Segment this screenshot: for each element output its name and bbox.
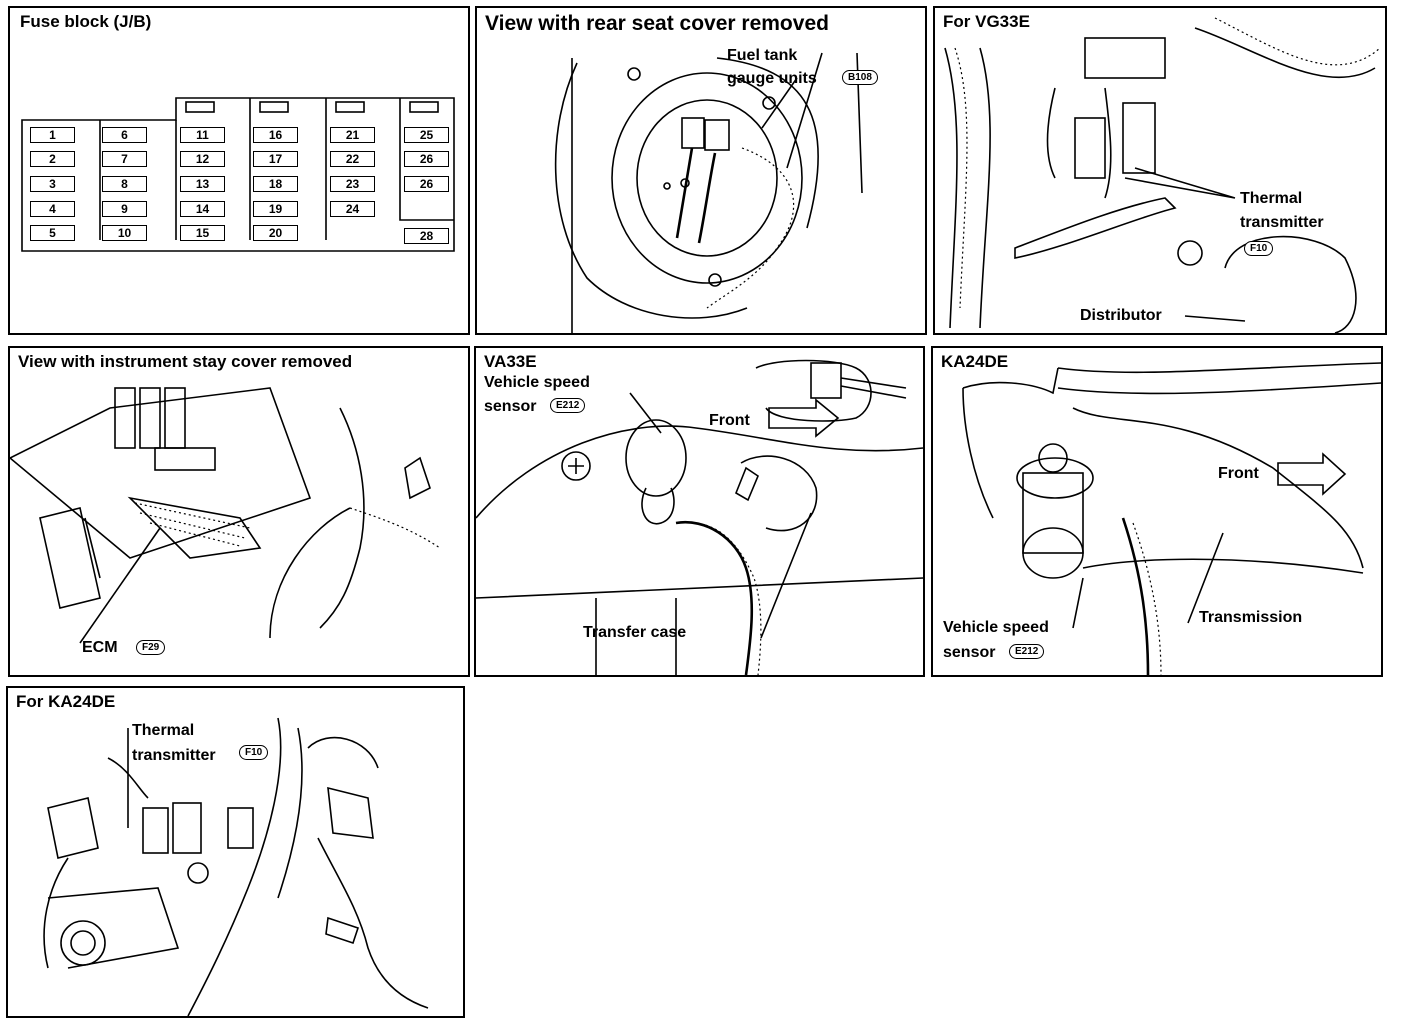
fuse-block-panel: Fuse block (J/B) 1 2 3 4 5 6 7 8 9 10 11…: [8, 6, 470, 335]
transmission-label: Transmission: [1199, 609, 1303, 626]
thermal-label: Thermal: [1240, 190, 1303, 207]
fuse-2: 2: [30, 151, 75, 167]
fuse-15: 15: [180, 225, 225, 241]
fuel-tank-label: Fuel tank: [727, 47, 798, 64]
ka24de-engine-illustration: [43, 717, 429, 1016]
fuse-9: 9: [102, 201, 147, 217]
panel-title: View with rear seat cover removed: [485, 12, 829, 35]
fuse-23: 23: [330, 176, 375, 192]
fuse-6: 6: [102, 127, 147, 143]
fuse-25: 25: [404, 127, 449, 143]
ecm-label: ECM: [82, 639, 118, 656]
instrument-stay-panel: View with instrument stay cover removed …: [8, 346, 470, 677]
thermal-label: Thermal: [132, 722, 195, 739]
vg33e-panel: For VG33E Thermal transmitter F10 Distri…: [933, 6, 1387, 335]
fuse-11: 11: [180, 127, 225, 143]
fuse-4: 4: [30, 201, 75, 217]
fuse-8: 8: [102, 176, 147, 192]
fuse-20: 20: [253, 225, 298, 241]
fuse-7: 7: [102, 151, 147, 167]
va33e-panel: VA33E Vehicle speed sensor E212 Front Tr…: [474, 346, 925, 677]
panel-title: Fuse block (J/B): [20, 12, 152, 31]
fuse-22: 22: [330, 151, 375, 167]
fuse-18: 18: [253, 176, 298, 192]
front-label: Front: [1218, 465, 1259, 482]
ka24de-vss-panel: KA24DE Front Vehicle speed sensor E212 T…: [931, 346, 1383, 677]
panel-title: For VG33E: [943, 12, 1030, 31]
connector-f29-tag: F29: [136, 640, 166, 655]
fuse-26a: 26: [404, 151, 449, 167]
distributor-label: Distributor: [1080, 307, 1162, 324]
fuse-13: 13: [180, 176, 225, 192]
fuse-21: 21: [330, 127, 375, 143]
ka24de-thermal-panel: For KA24DE Thermal transmitter F10: [6, 686, 465, 1018]
panel-title: View with instrument stay cover removed: [18, 352, 353, 371]
transmitter-label: transmitter: [132, 747, 216, 764]
vehicle-speed-label: Vehicle speed: [943, 619, 1049, 636]
fuse-19: 19: [253, 201, 298, 217]
connector-e212-tag: E212: [550, 398, 586, 413]
gauge-units-label: gauge units: [727, 70, 817, 87]
fuse-block-outline: [21, 97, 455, 252]
fuse-3: 3: [30, 176, 75, 192]
ka24de-transmission-illustration: [962, 362, 1381, 675]
fuse-26b: 26: [404, 176, 449, 192]
vg33e-engine-illustration: [944, 17, 1381, 333]
connector-f10-tag: F10: [239, 745, 269, 760]
fuse-12: 12: [180, 151, 225, 167]
transfer-case-label: Transfer case: [583, 624, 687, 641]
fuse-10: 10: [102, 225, 147, 241]
va33e-transfer-case-illustration: [476, 359, 923, 675]
fuse-5: 5: [30, 225, 75, 241]
fuse-1: 1: [30, 127, 75, 143]
panel-title: VA33E: [484, 352, 537, 371]
fuse-17: 17: [253, 151, 298, 167]
sensor-label: sensor: [943, 644, 996, 661]
fuse-28: 28: [404, 228, 449, 244]
sensor-label: sensor: [484, 398, 537, 415]
fuse-14: 14: [180, 201, 225, 217]
front-label: Front: [709, 412, 750, 429]
rear-seat-panel: View with rear seat cover removed Fuel t…: [475, 6, 927, 335]
connector-b108-tag: B108: [842, 70, 878, 85]
fuse-16: 16: [253, 127, 298, 143]
fuse-24: 24: [330, 201, 375, 217]
ecm-illustration: [10, 387, 441, 644]
connector-e212-tag: E212: [1009, 644, 1045, 659]
vehicle-speed-label: Vehicle speed: [484, 374, 590, 391]
panel-title: For KA24DE: [16, 692, 116, 711]
transmitter-label: transmitter: [1240, 214, 1324, 231]
fuel-tank-gauge-illustration: [554, 52, 863, 333]
panel-title: KA24DE: [941, 352, 1009, 371]
connector-f10-tag: F10: [1244, 241, 1274, 256]
